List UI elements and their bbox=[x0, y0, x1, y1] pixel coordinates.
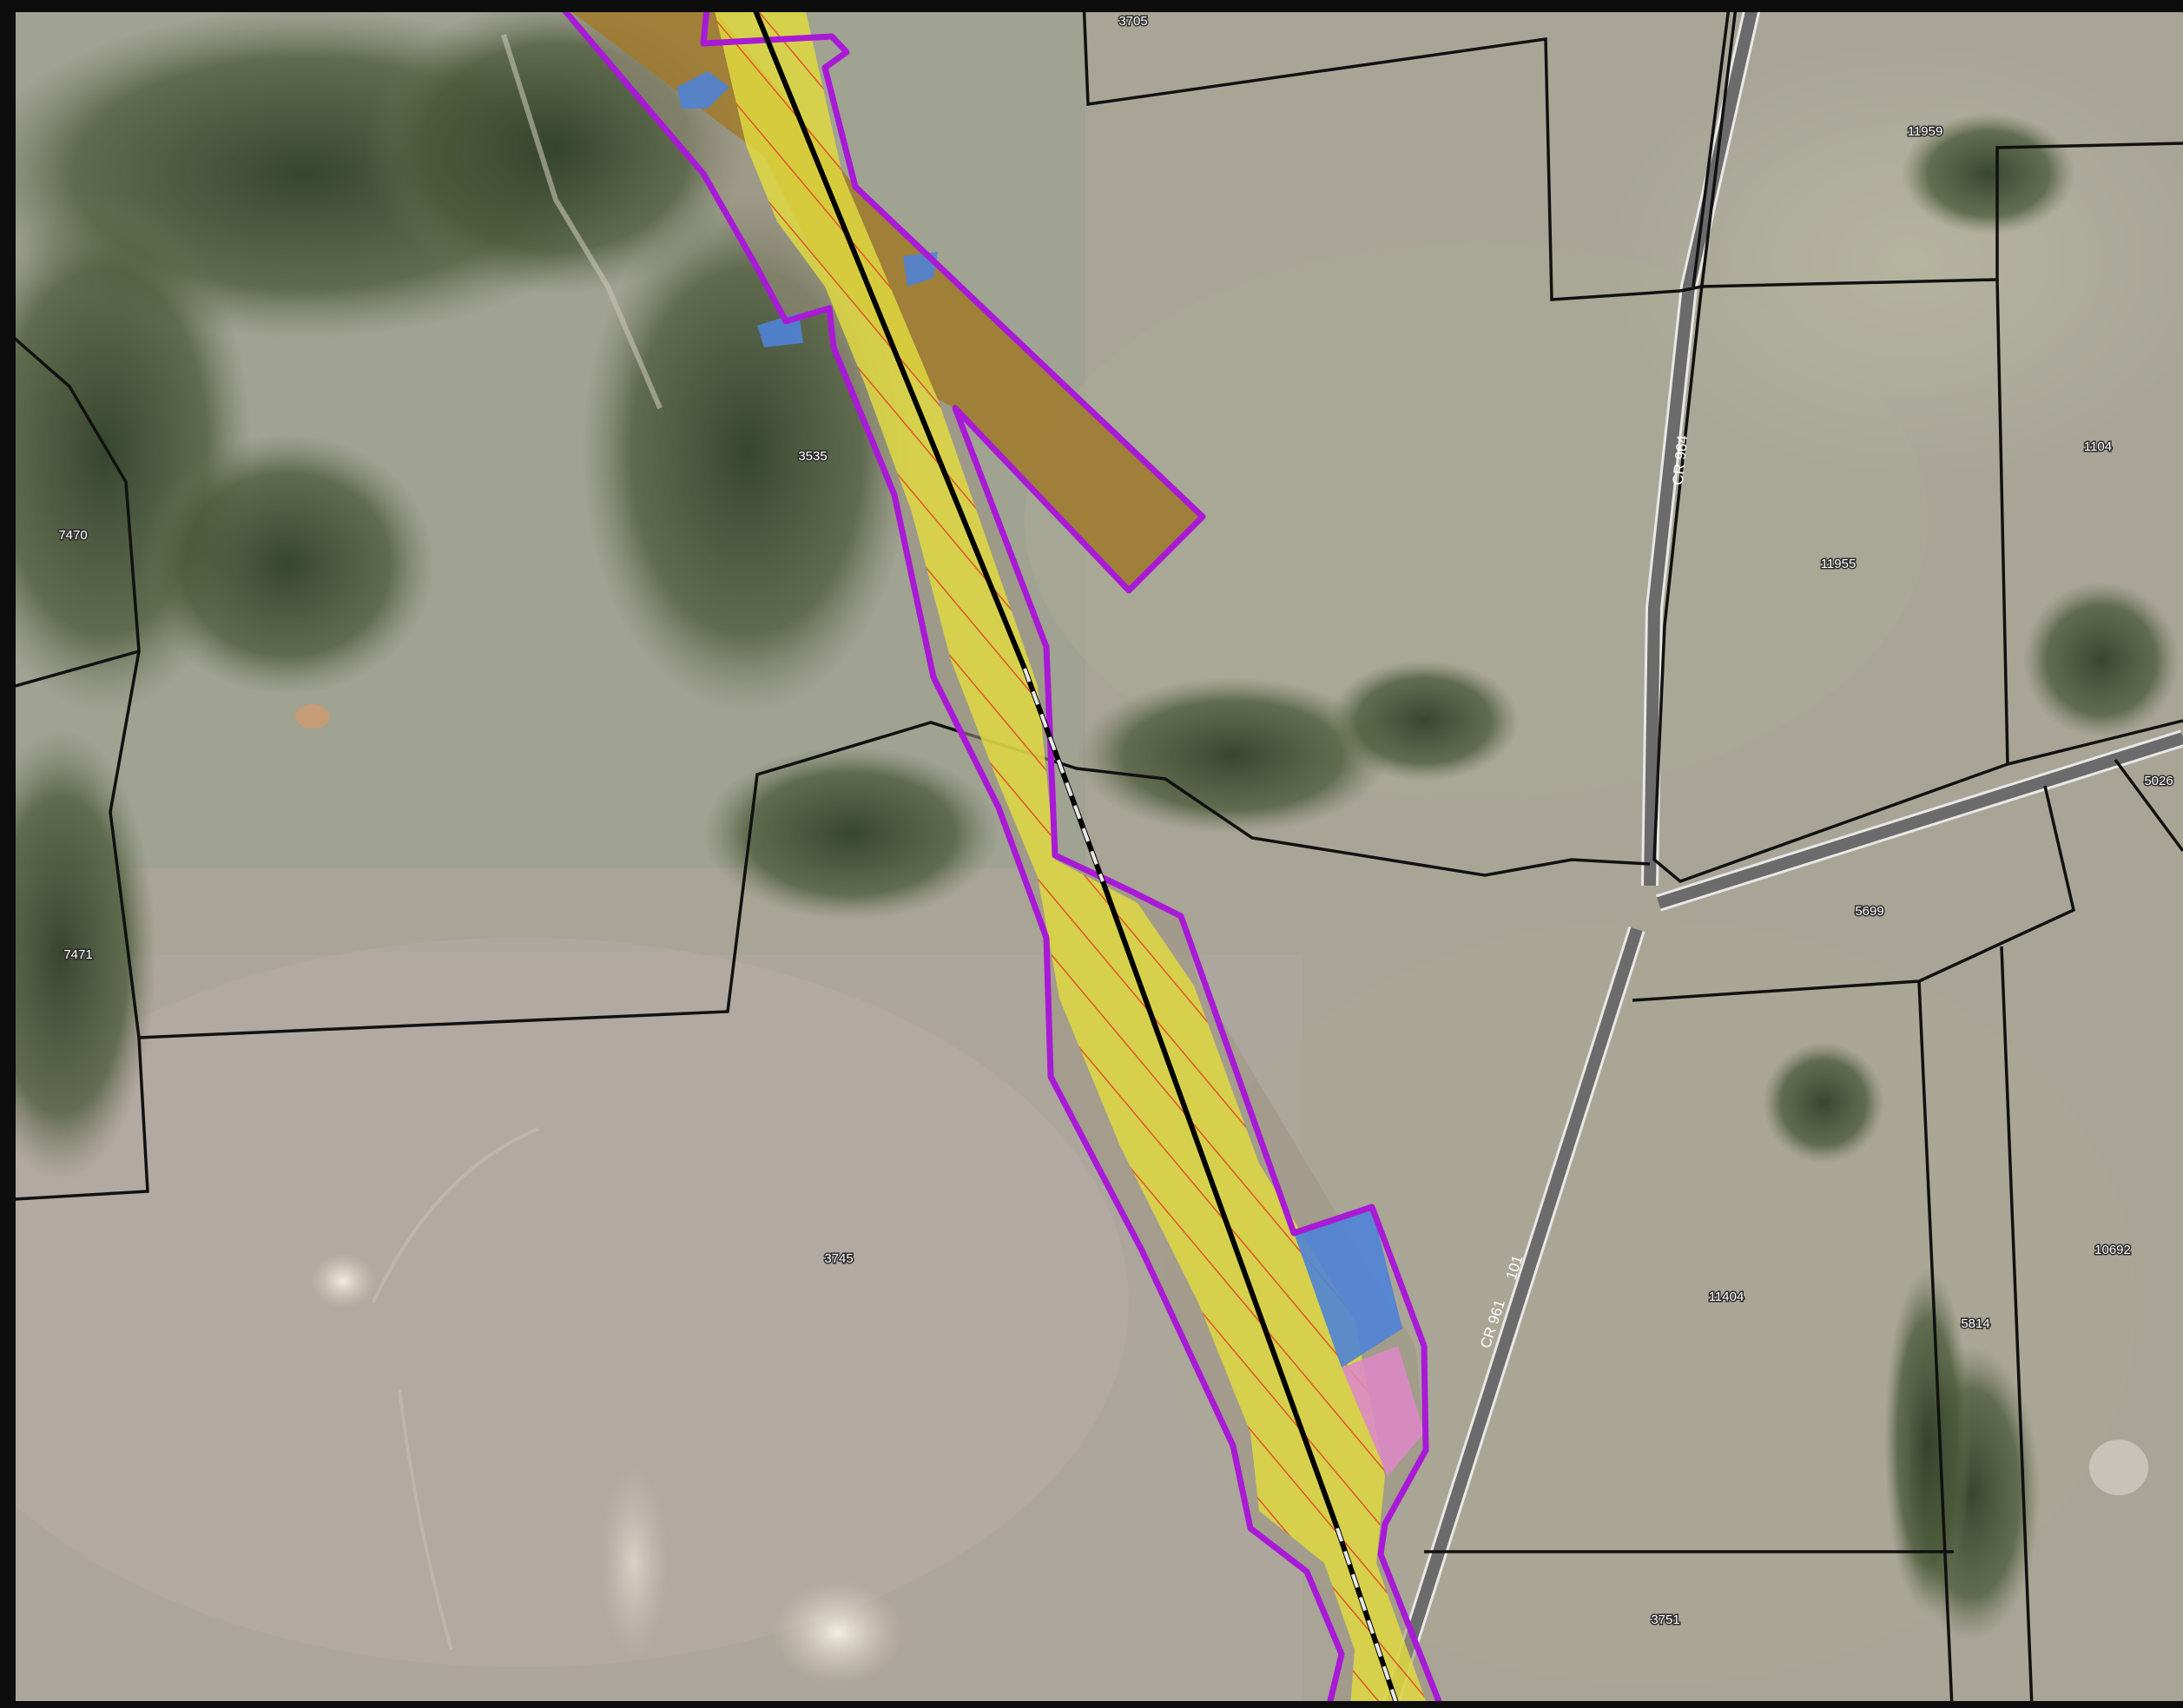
parcel-label-5814: 5814 bbox=[1961, 1316, 1989, 1331]
parcel-label-7471: 7471 bbox=[63, 947, 92, 962]
parcel-label-5026: 5026 bbox=[2144, 774, 2173, 788]
parcel-label-11959: 11959 bbox=[1908, 124, 1943, 139]
parcel-label-11955: 11955 bbox=[1821, 557, 1857, 571]
pink-zone bbox=[1342, 1346, 1424, 1476]
roads-layer bbox=[1381, 0, 2183, 1708]
blue-zone-4 bbox=[1294, 1207, 1402, 1368]
dashed-segment-2 bbox=[1336, 1527, 1400, 1708]
parcel-label-7470: 7470 bbox=[58, 528, 87, 543]
pipeline-corridor[interactable] bbox=[553, 0, 1445, 1708]
dashed-segment-1 bbox=[1023, 668, 1105, 882]
parcel-label-3705: 3705 bbox=[1118, 14, 1147, 29]
parcel-labels: 3705 11959 1104 11955 3535 7470 7471 502… bbox=[57, 12, 2174, 1628]
parcel-label-1104: 1104 bbox=[2084, 439, 2112, 454]
parcel-label-5699: 5699 bbox=[1855, 904, 1883, 919]
blue-zone-1 bbox=[677, 71, 729, 109]
parcel-label-10692: 10692 bbox=[2094, 1243, 2131, 1257]
parcel-label-3751: 3751 bbox=[1651, 1612, 1679, 1627]
parcel-label-3745: 3745 bbox=[824, 1251, 853, 1266]
parcel-label-3535: 3535 bbox=[798, 449, 827, 464]
parcel-label-11404: 11404 bbox=[1709, 1289, 1744, 1304]
corridor-outline bbox=[553, 0, 1445, 1708]
